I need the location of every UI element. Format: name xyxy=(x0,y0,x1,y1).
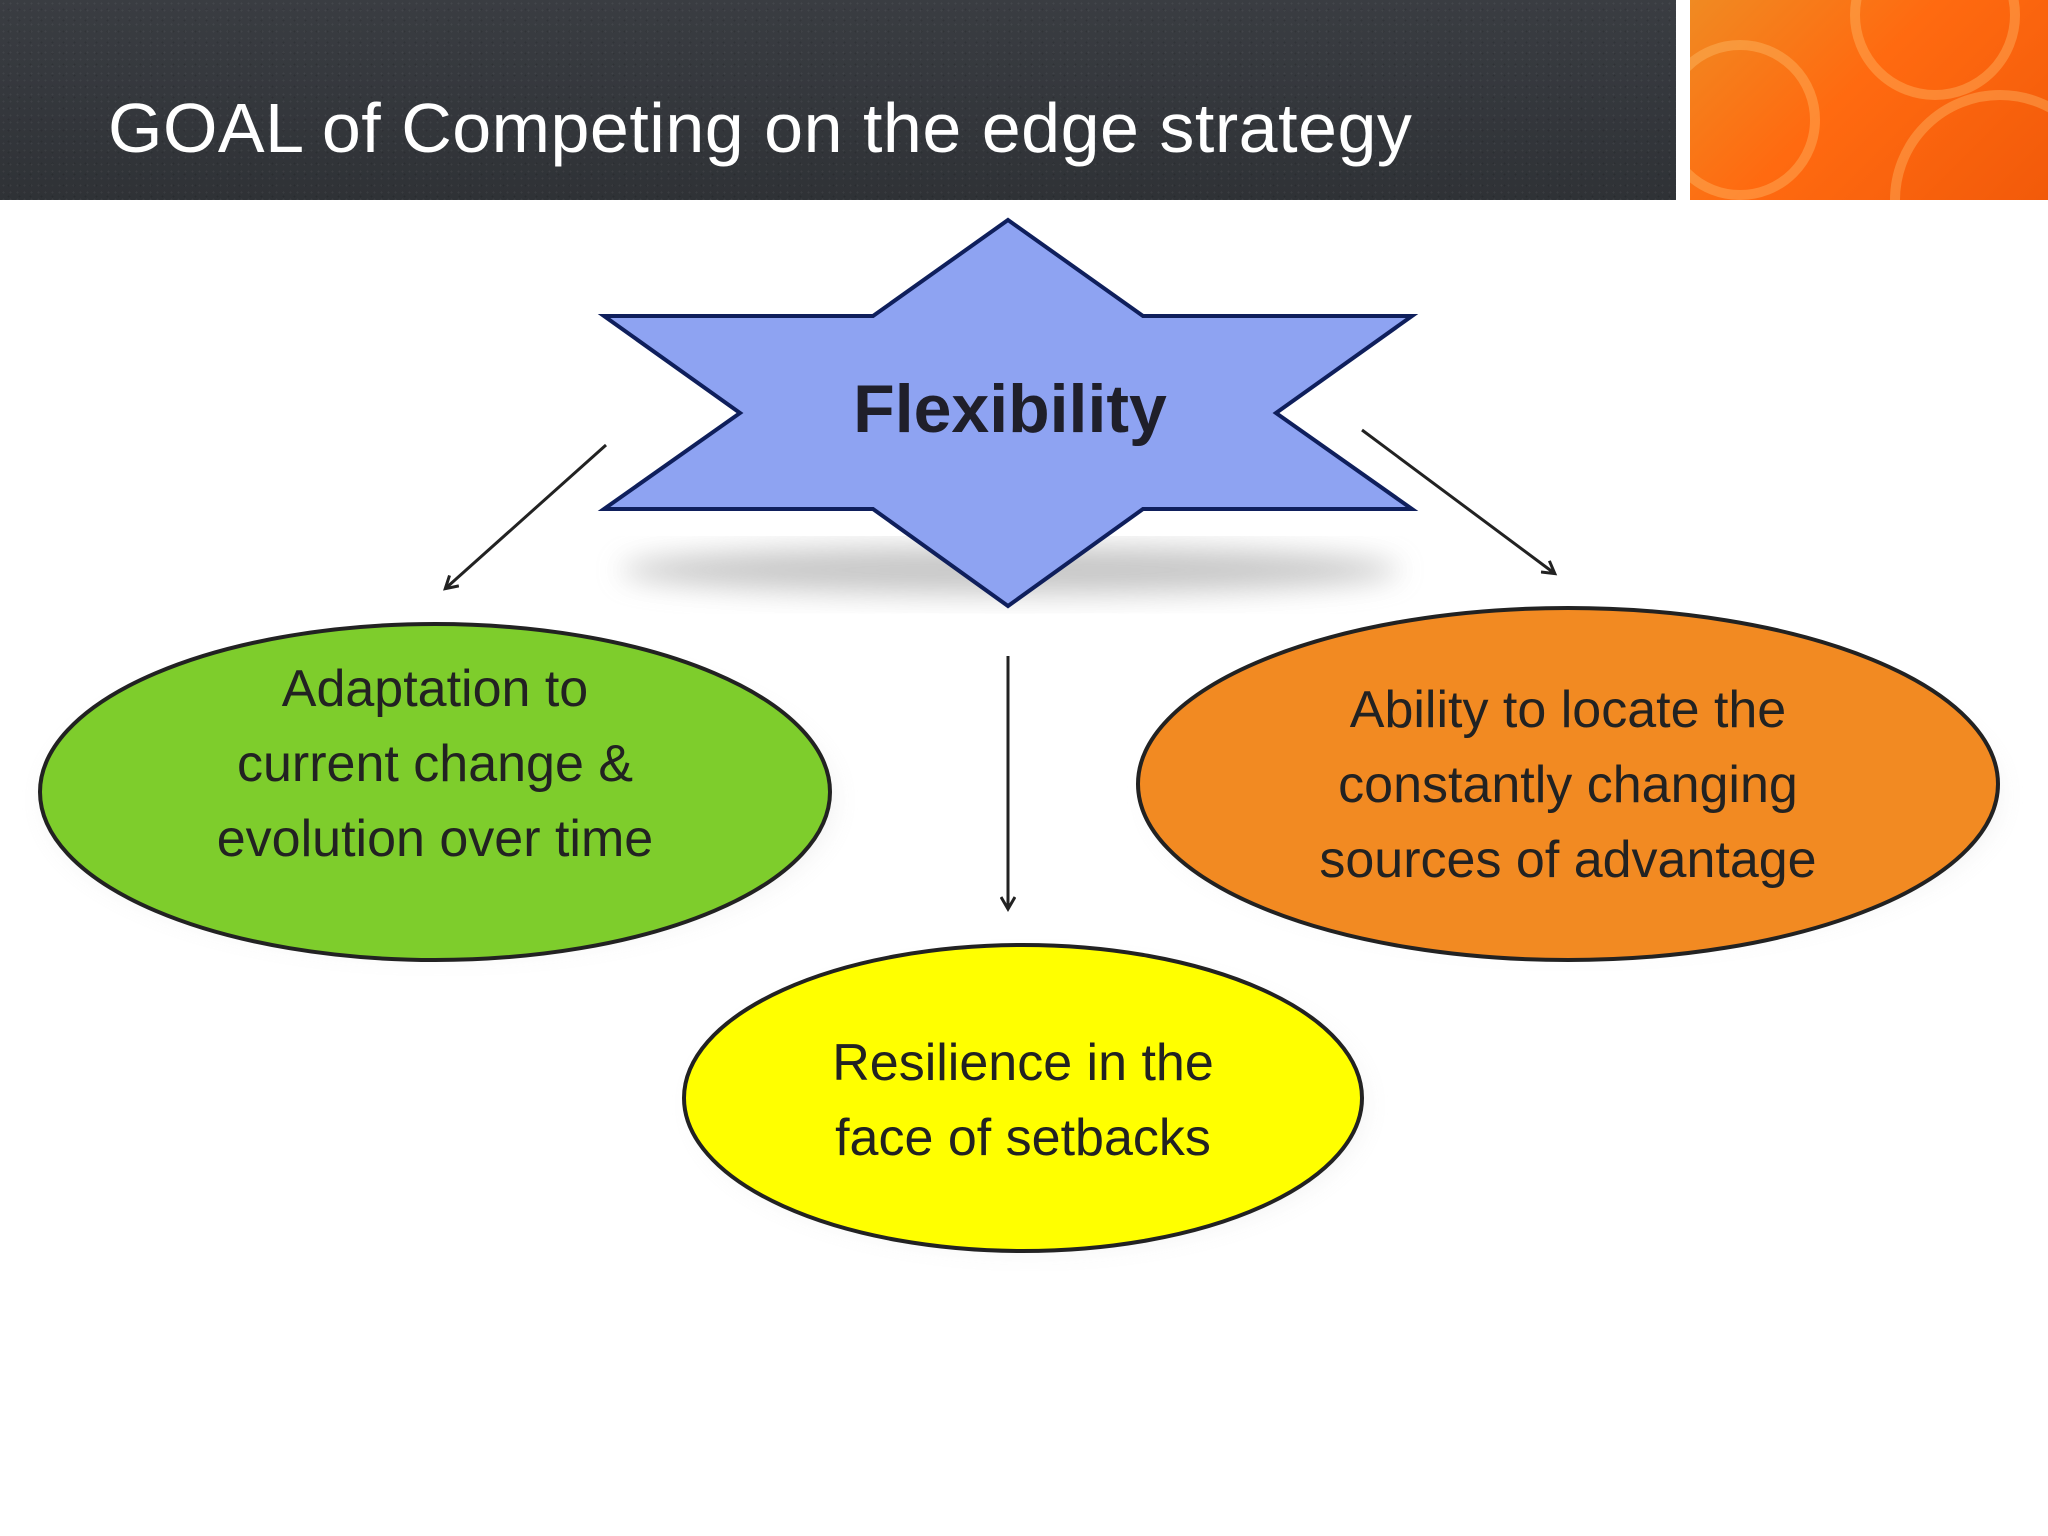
arrow-left xyxy=(446,443,607,588)
slide-title: GOAL of Competing on the edge strategy xyxy=(108,89,1413,167)
adaptation-line: Adaptation to xyxy=(281,660,589,718)
adaptation-text: Adaptation to current change & evolution… xyxy=(135,652,735,877)
flexibility-star xyxy=(597,217,1419,609)
ability-line: sources of advantage xyxy=(1319,831,1817,889)
ability-text: Ability to locate the constantly changin… xyxy=(1243,673,1893,898)
resilience-line: Resilience in the xyxy=(832,1034,1214,1092)
title-bar: GOAL of Competing on the edge strategy xyxy=(0,0,1676,200)
adaptation-line: evolution over time xyxy=(216,810,654,868)
ability-line: Ability to locate the xyxy=(1349,681,1787,739)
title-bar-texture xyxy=(0,0,1676,200)
arrow-right xyxy=(1361,428,1554,573)
resilience-ellipse xyxy=(682,943,1364,1253)
ability-ellipse xyxy=(1136,606,2000,962)
corner-decoration xyxy=(1690,0,2048,200)
resilience-line: face of setbacks xyxy=(835,1109,1211,1167)
adaptation-ellipse xyxy=(38,622,832,962)
adaptation-line: current change & xyxy=(236,735,634,793)
decorative-ring xyxy=(1690,40,1820,200)
flexibility-label: Flexibility xyxy=(853,371,1167,447)
resilience-text: Resilience in the face of setbacks xyxy=(733,1026,1313,1176)
ability-line: constantly changing xyxy=(1338,756,1798,814)
